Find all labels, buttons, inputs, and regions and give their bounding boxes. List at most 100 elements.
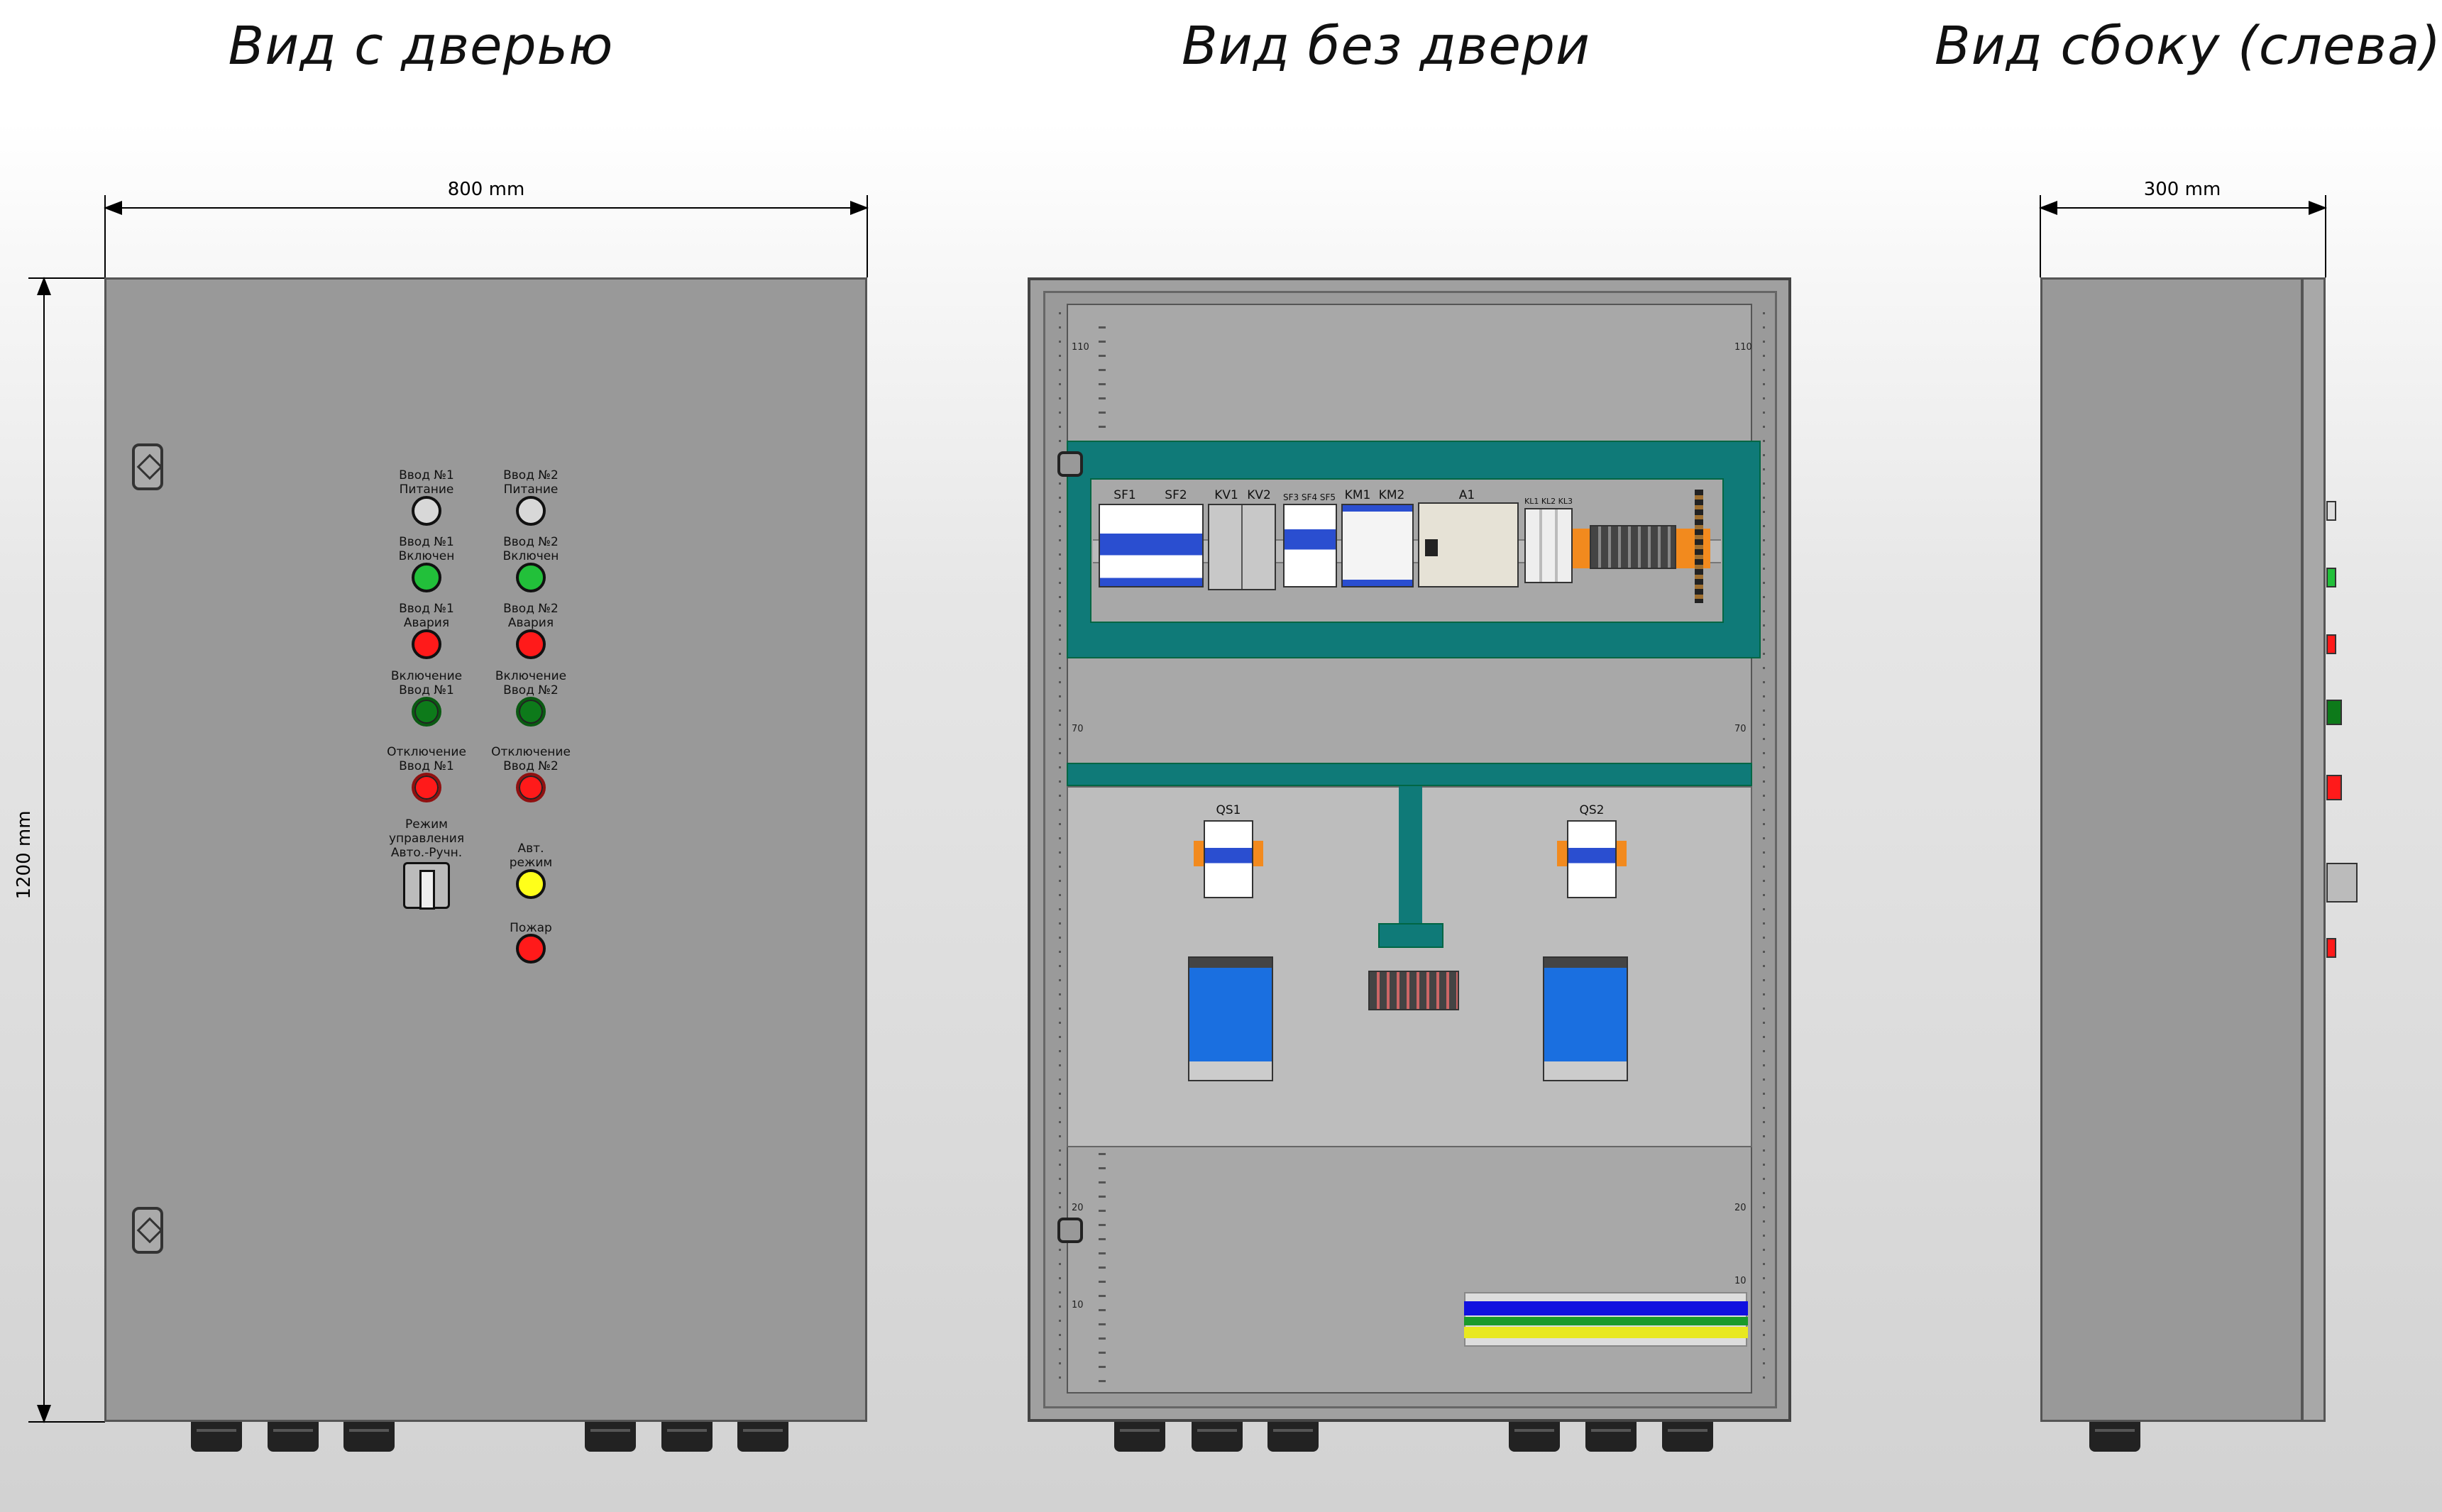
scale-number: 70 bbox=[1734, 724, 1747, 734]
extension-line bbox=[104, 195, 106, 277]
side-lamp bbox=[2326, 634, 2336, 654]
switch-qs2 bbox=[1567, 820, 1617, 898]
component-label: KM1 bbox=[1344, 488, 1371, 502]
cable-gland bbox=[1662, 1422, 1713, 1452]
scale-number: 110 bbox=[1734, 342, 1752, 353]
depth-dimension-label: 300 mm bbox=[2143, 179, 2221, 200]
button-disable-2[interactable] bbox=[516, 773, 546, 802]
door-edge bbox=[2301, 277, 2326, 1422]
component-label: KL1 KL2 KL3 bbox=[1524, 497, 1573, 506]
button-label: Включение Ввод №2 bbox=[495, 669, 567, 697]
switch-label-qs1: QS1 bbox=[1216, 803, 1241, 817]
cable-gland bbox=[343, 1422, 395, 1452]
scale-number: 20 bbox=[1734, 1203, 1747, 1213]
controller-display bbox=[1425, 539, 1438, 556]
cable-gland bbox=[2089, 1422, 2140, 1452]
cable-gland bbox=[1192, 1422, 1243, 1452]
lamp-label: Пожар bbox=[510, 921, 552, 935]
width-dimension-line bbox=[104, 201, 869, 215]
component-label: SF2 bbox=[1165, 488, 1187, 502]
contactor-km bbox=[1341, 504, 1414, 587]
extension-line bbox=[867, 195, 868, 277]
cable-gland bbox=[737, 1422, 788, 1452]
terminal-strip-vertical bbox=[1695, 490, 1703, 603]
lamp-label: Ввод №1 Авария bbox=[399, 602, 454, 630]
cabinet-side bbox=[2040, 277, 2303, 1422]
circuit-breaker-sf3-sf5 bbox=[1283, 504, 1337, 587]
component-label: KV2 bbox=[1247, 488, 1271, 502]
indicator-lamp-fault-2 bbox=[516, 629, 546, 659]
busbar-ground-green bbox=[1464, 1317, 1748, 1325]
lamp-label: Авт. режим bbox=[509, 841, 553, 870]
extension-line bbox=[2325, 195, 2326, 277]
button-enable-1[interactable] bbox=[412, 697, 441, 727]
terminal-block-center bbox=[1368, 971, 1459, 1010]
side-lamp bbox=[2326, 568, 2336, 587]
relay-kl bbox=[1524, 508, 1573, 583]
cable-gland bbox=[1114, 1422, 1165, 1452]
voltage-relay-kv bbox=[1208, 504, 1276, 590]
cable-gland bbox=[1267, 1422, 1319, 1452]
title-door-view: Вид с дверью bbox=[228, 16, 614, 77]
teal-crossbar bbox=[1067, 763, 1752, 786]
component-label: KV1 bbox=[1214, 488, 1238, 502]
busbar-neutral bbox=[1464, 1301, 1748, 1315]
indicator-lamp-on-1 bbox=[412, 563, 441, 592]
side-lamp bbox=[2326, 938, 2336, 958]
perforated-rail-left bbox=[1059, 312, 1061, 1391]
scale-ticks bbox=[1099, 1153, 1106, 1387]
extension-line bbox=[28, 277, 105, 279]
perforated-rail-right bbox=[1763, 312, 1765, 1391]
side-switch bbox=[2326, 863, 2358, 903]
teal-bracket bbox=[1378, 923, 1443, 948]
bolt-icon bbox=[1057, 451, 1083, 477]
door-lock-icon bbox=[132, 443, 163, 490]
side-lamp bbox=[2326, 501, 2336, 521]
indicator-lamp-fire bbox=[516, 934, 546, 964]
indicator-lamp-power-1 bbox=[412, 496, 441, 526]
side-button bbox=[2326, 700, 2342, 725]
cable-gland bbox=[268, 1422, 319, 1452]
cable-gland bbox=[1509, 1422, 1560, 1452]
component-label: SF3 SF4 SF5 bbox=[1282, 492, 1336, 502]
button-enable-2[interactable] bbox=[516, 697, 546, 727]
switch-knob bbox=[419, 870, 435, 910]
component-label: KM2 bbox=[1378, 488, 1405, 502]
busbar-ground-yellow bbox=[1464, 1327, 1748, 1338]
door-lock-icon bbox=[132, 1207, 163, 1254]
extension-line bbox=[2040, 195, 2041, 277]
component-label: SF1 bbox=[1113, 488, 1136, 502]
indicator-lamp-auto-mode bbox=[516, 869, 546, 899]
cabinet-door bbox=[104, 277, 867, 1422]
button-disable-1[interactable] bbox=[412, 773, 441, 802]
button-label: Включение Ввод №1 bbox=[390, 669, 463, 697]
indicator-lamp-on-2 bbox=[516, 563, 546, 592]
lamp-label: Ввод №2 Включен bbox=[502, 535, 559, 563]
motor-drive-2 bbox=[1543, 956, 1628, 1081]
lamp-label: Ввод №1 Включен bbox=[398, 535, 455, 563]
height-dimension-line bbox=[37, 277, 51, 1423]
extension-line bbox=[28, 1421, 105, 1423]
height-dimension-label: 1200 mm bbox=[13, 810, 35, 900]
indicator-lamp-fault-1 bbox=[412, 629, 441, 659]
lamp-label: Ввод №2 Авария bbox=[503, 602, 559, 630]
title-no-door-view: Вид без двери bbox=[1182, 16, 1590, 77]
cable-gland bbox=[191, 1422, 242, 1452]
switch-qs1 bbox=[1204, 820, 1253, 898]
component-label: A1 bbox=[1458, 488, 1475, 502]
lamp-label: Ввод №1 Питание bbox=[399, 468, 454, 497]
title-side-view: Вид сбоку (слева) bbox=[1934, 16, 2442, 77]
cable-gland bbox=[661, 1422, 713, 1452]
bolt-icon bbox=[1057, 1218, 1083, 1243]
mode-selector-switch[interactable] bbox=[403, 862, 450, 910]
terminal-block bbox=[1590, 525, 1676, 569]
cable-gland bbox=[1585, 1422, 1637, 1452]
teal-vertical-bar bbox=[1399, 786, 1422, 925]
controller-a1 bbox=[1418, 502, 1519, 587]
width-dimension-label: 800 mm bbox=[447, 179, 525, 200]
scale-number: 110 bbox=[1072, 342, 1089, 353]
circuit-breaker-sf1-sf2 bbox=[1099, 504, 1204, 587]
cable-gland bbox=[585, 1422, 636, 1452]
scale-number: 10 bbox=[1734, 1276, 1747, 1286]
button-label: Отключение Ввод №2 bbox=[491, 745, 571, 773]
